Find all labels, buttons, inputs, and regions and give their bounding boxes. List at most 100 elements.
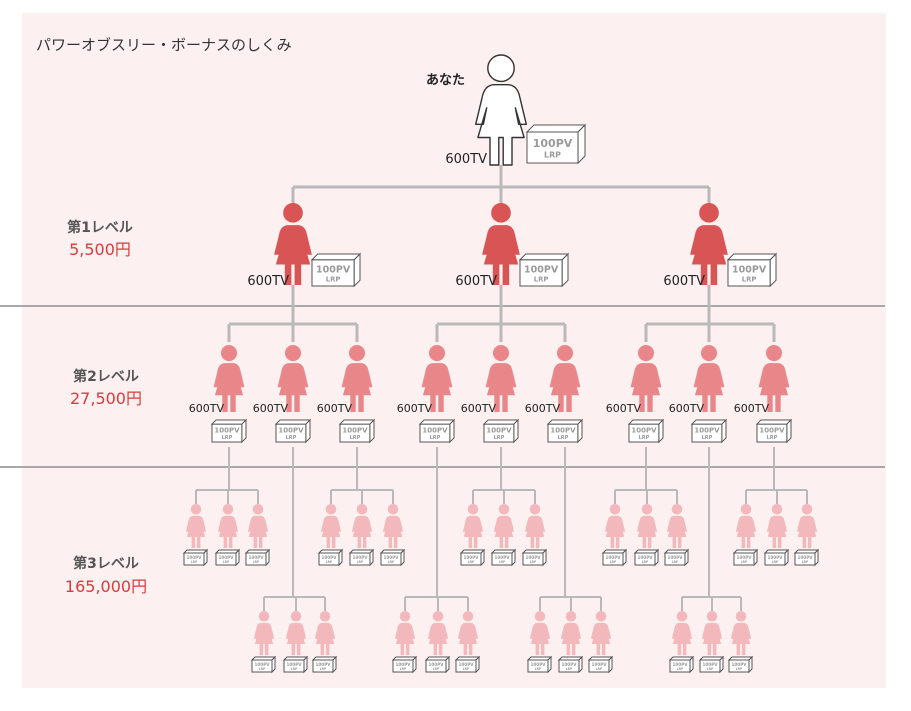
box-side: [241, 418, 247, 444]
box-lrp-text: LRP: [544, 150, 561, 159]
level1-tv-label: 600TV: [455, 274, 497, 289]
person-body: [382, 515, 404, 548]
box-top: [557, 656, 584, 661]
box-lrp-text: LRP: [357, 560, 364, 564]
box-top: [214, 549, 241, 554]
person-level2: [277, 345, 309, 412]
person-body: [185, 515, 207, 548]
box-top: [690, 419, 728, 425]
person-body: [314, 622, 336, 655]
person-level2: [693, 345, 725, 412]
person-body: [213, 363, 245, 412]
person-head: [771, 504, 783, 515]
person-head: [534, 611, 546, 622]
box-top: [210, 419, 248, 425]
box-top: [348, 549, 375, 554]
box-pv-text: 100PV: [458, 662, 474, 667]
person-level3: [529, 611, 551, 655]
person-body: [590, 622, 612, 655]
diagram-title: パワーオブスリー・ボーナスのしくみ: [36, 36, 292, 54]
box-lrp-text: LRP: [802, 560, 809, 564]
box-pv-text: 100PV: [254, 662, 270, 667]
box-side: [753, 548, 758, 567]
box-lrp-text: LRP: [534, 275, 549, 283]
person-head: [801, 504, 813, 515]
box-side: [784, 548, 789, 567]
person-head: [706, 611, 718, 622]
box-lrp-text: LRP: [388, 560, 395, 564]
level2-tv-label: 600TV: [734, 402, 770, 415]
box-lrp-text: LRP: [259, 667, 266, 671]
person-head: [641, 504, 653, 515]
box-top: [663, 549, 690, 554]
box-pv-text: 100PV: [422, 427, 448, 435]
box-side: [814, 548, 819, 567]
box-pv-text: 100PV: [463, 555, 479, 560]
box-lrp-text: LRP: [291, 667, 298, 671]
box-pv-text: 100PV: [533, 137, 573, 150]
box-side: [689, 655, 694, 674]
box-pv-text: 100PV: [667, 555, 683, 560]
you-label: あなた: [426, 73, 465, 88]
box-lrp-text: LRP: [772, 560, 779, 564]
box-top: [244, 549, 271, 554]
level-3-name: 第3レベル: [73, 555, 139, 572]
box-front: [526, 131, 579, 164]
person-body: [796, 515, 818, 548]
level2-tv-label: 600TV: [397, 402, 433, 415]
box-lrp-text: LRP: [672, 560, 679, 564]
box-top: [525, 124, 587, 133]
box-side: [412, 655, 417, 674]
box-top: [459, 549, 486, 554]
box-top: [490, 549, 517, 554]
diagram-panel: [22, 13, 886, 688]
box-lrp-text: LRP: [326, 275, 341, 283]
box-side: [608, 655, 613, 674]
person-head: [676, 611, 688, 622]
box-pv-text: 100PV: [736, 555, 752, 560]
level-3-amount: 165,000円: [65, 577, 147, 596]
box-side: [769, 252, 777, 288]
person-body: [493, 515, 515, 548]
person-head: [190, 504, 202, 515]
box-top: [727, 656, 754, 661]
person-body: [604, 515, 626, 548]
box-pv-text: 100PV: [631, 427, 657, 435]
box-top: [518, 253, 570, 261]
person-body: [560, 622, 582, 655]
person-level2: [213, 345, 245, 412]
person-head: [283, 203, 303, 223]
box-lrp-text: LRP: [326, 560, 333, 564]
box-side: [445, 655, 450, 674]
box-pv-text: 100PV: [494, 555, 510, 560]
box-lrp-text: LRP: [530, 560, 537, 564]
box-top: [668, 656, 695, 661]
box-top: [454, 656, 481, 661]
person-head: [529, 504, 541, 515]
person-head: [565, 611, 577, 622]
box-pv-text: 100PV: [278, 427, 304, 435]
person-body: [671, 622, 693, 655]
person-level3: [314, 611, 336, 655]
box-side: [480, 548, 485, 567]
person-head: [432, 611, 444, 622]
box-lrp-text: LRP: [535, 667, 542, 671]
box-side: [786, 418, 792, 444]
box-pv-text: 100PV: [524, 264, 559, 275]
box-top: [755, 419, 793, 425]
person-body: [730, 622, 752, 655]
box-pv-text: 100PV: [315, 662, 331, 667]
